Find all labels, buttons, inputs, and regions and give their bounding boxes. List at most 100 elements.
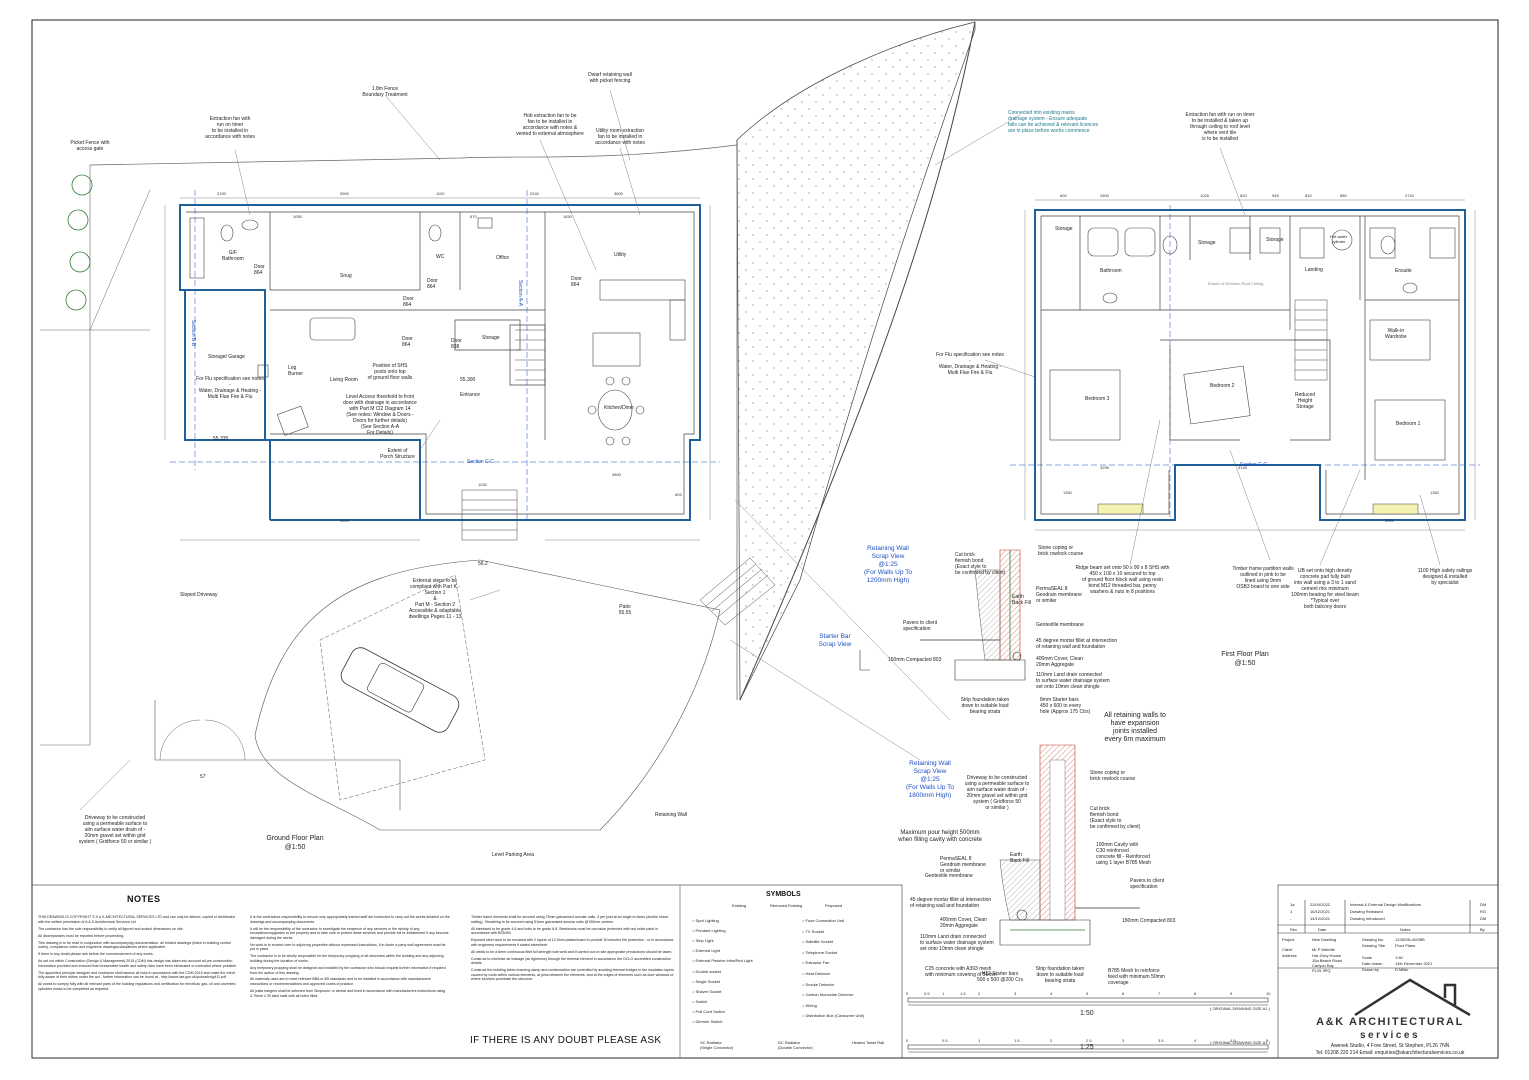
doubt-banner: IF THERE IS ANY DOUBT PLEASE ASK [470, 1035, 662, 1046]
drawing-no-label: Drawing No. [1362, 937, 1385, 942]
scale-tick-label: 0.5 [942, 1038, 948, 1043]
dim-label: 880 [1340, 193, 1347, 198]
scale-tick-label: 0 [906, 1038, 909, 1043]
expansion-note: All retaining walls to have expansion jo… [1104, 712, 1166, 743]
s2-compacted: 150mm Compacted 803 [1122, 918, 1176, 924]
rw1200-title: Retaining Wall Scrap View @1:25 (For Wal… [863, 545, 913, 584]
address-label: Address [1282, 953, 1297, 958]
note-paragraph: THIS DRAWING IS COPYRIGHT © A & K ARCHIT… [38, 915, 235, 924]
dim-label: 1030 [478, 482, 487, 487]
original-size-b: ( ORIGINAL DRAWING SIZE A1 ) [1210, 1040, 1270, 1045]
note-paragraph: Any temporary propping shall be designed… [250, 965, 446, 975]
railings-label: 1100 High safety railings designed & ins… [1417, 568, 1473, 586]
car-icon [340, 647, 460, 733]
symbol-item: ○ Distribution Box (Consumer Unit) [802, 1013, 864, 1019]
section-cc-label-ff: Section C-C [1240, 462, 1267, 468]
level-55300: 55.300 [460, 377, 476, 383]
scale-tick-label: 3 [1122, 1038, 1125, 1043]
section-aa-label: Section A-A [517, 279, 524, 307]
section-bb-label: Section B-B [190, 319, 197, 347]
s1-strip: Strip foundation taken down to suitable … [960, 697, 1010, 715]
scale-bar-150 [907, 997, 1269, 1006]
note-paragraph: As set out within Construction (Design &… [38, 959, 237, 968]
timber-frame-label: Timber frame partition walls outlined in… [1232, 566, 1294, 590]
scale-tick-label: 3 [1014, 991, 1017, 996]
dim-label: 870 [470, 214, 477, 219]
s1-starter: 8mm Starter bars 450 x 600 to every hole… [1040, 697, 1091, 715]
legend-removed: Removed Existing [770, 903, 803, 908]
room-living: Living Room [330, 377, 358, 383]
s2-earth: Earth Back Fill [1010, 852, 1029, 864]
s2-cut-brick: Cut brick flemish bond (Exact style to b… [1090, 806, 1141, 830]
max-pour-note: Maximum pour height 500mm when filling c… [898, 830, 982, 843]
symbol-item: ○ Single Socket [692, 978, 720, 984]
room-bedroom1: Bedroom 1 [1396, 421, 1421, 427]
driveway-outline [254, 559, 721, 831]
notes-column-3: Timber frame elements shall be secured u… [471, 915, 676, 984]
symbol-item: ○ Spot Lighting [692, 918, 719, 923]
s1-permaseal: PermaSEAL 8 Geodrain membrane or similar [1036, 586, 1082, 604]
dim-label: 945 [1272, 193, 1279, 198]
title-block [1277, 884, 1499, 1059]
by-header: By [1480, 927, 1485, 932]
starter-bar-view [859, 650, 870, 671]
symbol-item: ○ Satellite Socket [802, 939, 834, 945]
drawn-by-value: D Miller [1395, 967, 1409, 972]
note-paragraph: The contractor is to be wholly responsib… [250, 954, 444, 963]
first-floor-title: First Floor Plan@1:50 [1221, 651, 1269, 667]
dim-label: 3600 [614, 191, 623, 196]
s2-mortar: 45 degree mortar fillet at intersection … [910, 897, 992, 909]
notes-header: Notes [1400, 927, 1411, 932]
level-side: 55.335 [213, 436, 229, 442]
ground-stairs [515, 329, 545, 381]
flu-spec-ff-label: For Flu specification see notes - Water,… [936, 352, 1004, 376]
door-label: Door 864 [571, 276, 582, 288]
note-paragraph: All discrepancies must be reported befor… [38, 933, 125, 938]
s2-land-drain: 110mm Land drain connected to surface wa… [920, 934, 994, 952]
revision-cell: 14/12/2021 [1310, 916, 1331, 921]
note-paragraph: Timber frame elements shall be secured u… [471, 915, 669, 924]
legend-existing: Existing [732, 903, 747, 908]
dim-label: 3900 [340, 518, 349, 523]
dim-label: 3900 [1385, 518, 1394, 523]
note-paragraph: It is the contractors responsibility to … [250, 915, 450, 924]
dim-label: 600 [1060, 193, 1067, 198]
notes-heading: NOTES [127, 894, 161, 904]
date-drawn-value: 14th December 2021 [1395, 961, 1433, 966]
revision-cell: 22/04/2022 [1310, 902, 1331, 907]
note-paragraph: All joists hangers shall be selected fro… [250, 989, 446, 998]
dim-label: 820 [1240, 193, 1247, 198]
room-bedroom3: Bedroom 3 [1085, 396, 1110, 402]
legend-proposed: Proposed [825, 903, 843, 908]
symbol-item: ○ Fuse Connection Unit [802, 918, 844, 923]
dim-label: 1028 [1200, 193, 1209, 198]
scale-tick-label: 2.5 [1086, 1038, 1092, 1043]
s1-land-drain: 110mm Land drain connected to surface wa… [1036, 672, 1110, 690]
s1-compacted: 150mm Compacted 803 [888, 657, 942, 663]
room-storage-garage: Storage/ Garage [208, 354, 245, 360]
s2-strip: Strip foundation taken down to suitable … [1035, 966, 1085, 984]
scale-125-label: 1:25 [1080, 1044, 1094, 1051]
level-parking-label: Level Parking Area [492, 852, 534, 858]
kitchen-furniture [587, 279, 686, 446]
dim-label: 1050 [293, 214, 302, 219]
ub-section-label: UB set onto high density concrete pad fu… [1291, 568, 1359, 610]
dwarf-wall-label: Dwarf retaining wall with picket fencing [588, 72, 632, 84]
dim-label: 2720 [1405, 193, 1414, 198]
s2-cavity: 100mm Cavity with C30 reinforced concret… [1096, 842, 1152, 866]
dim-label: 1650 [563, 214, 572, 219]
revision-cell: Drawing Released [1350, 909, 1383, 914]
company-logo [1354, 978, 1471, 1017]
symbol-item: ○ Switch [692, 998, 708, 1004]
first-floor-walls [1034, 209, 1466, 521]
date-header: Date [1318, 927, 1327, 932]
dim-label: 2240 [530, 191, 539, 196]
scale-tick-label: 5 [1266, 1038, 1269, 1043]
symbol-item: ○ Wiring [802, 1002, 817, 1008]
s1-cover: 400mm Cover, Clean 20mm Aggregate [1036, 656, 1083, 668]
symbol-item: ○ Heat Detector [802, 971, 831, 976]
boundary-fence [89, 144, 738, 166]
garden-steps [699, 557, 776, 626]
company-services: services [1359, 1030, 1421, 1041]
